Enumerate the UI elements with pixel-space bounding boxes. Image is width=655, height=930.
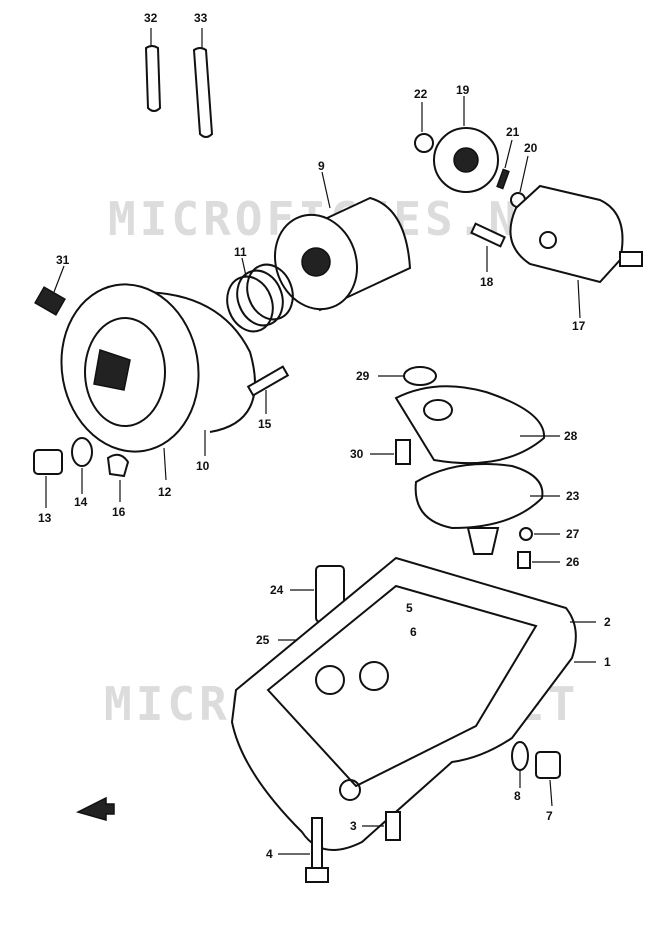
- callout-14: 14: [74, 495, 88, 509]
- callout-3: 3: [350, 819, 357, 833]
- part-pin-15: [246, 365, 290, 414]
- part-cap-16: [106, 453, 130, 502]
- callout-19: 19: [456, 83, 470, 97]
- part-strainer-23: [414, 463, 560, 555]
- part-gear-19: [433, 96, 499, 193]
- callout-30: 30: [350, 447, 364, 461]
- part-bolt-4: [278, 817, 329, 883]
- part-clip-33: [192, 28, 214, 138]
- part-sensor-31: [34, 265, 66, 316]
- callout-33: 33: [194, 11, 208, 25]
- part-oring-29: [378, 366, 437, 386]
- callout-4: 4: [266, 847, 273, 861]
- callout-17: 17: [572, 319, 586, 333]
- part-washer-14: [71, 437, 93, 494]
- callout-10: 10: [196, 459, 210, 473]
- callout-11: 11: [234, 245, 247, 259]
- callout-2: 2: [604, 615, 611, 629]
- callout-27: 27: [566, 527, 580, 541]
- callout-8: 8: [514, 789, 521, 803]
- part-filter-cover-12: [60, 283, 200, 481]
- part-oil-pan-1: [230, 556, 596, 851]
- part-plug-13: [33, 449, 63, 508]
- part-strainer-cover-28: [394, 385, 560, 465]
- callout-9: 9: [318, 159, 325, 173]
- part-drain-plug-7: [535, 751, 561, 807]
- part-nut-27: [519, 527, 560, 541]
- part-pin-21: [496, 139, 513, 190]
- part-bolt-26: [517, 551, 560, 569]
- callout-23: 23: [566, 489, 580, 503]
- callout-25: 25: [256, 633, 270, 647]
- callout-31: 31: [56, 253, 70, 267]
- part-clip-32: [144, 28, 162, 112]
- callout-20: 20: [524, 141, 538, 155]
- callout-15: 15: [258, 417, 272, 431]
- callout-6: 6: [410, 625, 417, 639]
- callout-5: 5: [406, 601, 413, 615]
- part-bolt-18: [470, 222, 506, 272]
- part-circlip-22: [414, 102, 434, 153]
- callout-28: 28: [564, 429, 578, 443]
- callout-32: 32: [144, 11, 158, 25]
- callout-1: 1: [604, 655, 611, 669]
- callout-29: 29: [356, 369, 370, 383]
- callout-7: 7: [546, 809, 553, 823]
- part-gasket-10: [139, 291, 256, 456]
- part-bolt-3: [362, 811, 401, 841]
- front-arrow-icon: [75, 796, 115, 821]
- callout-12: 12: [158, 485, 172, 499]
- callout-24: 24: [270, 583, 284, 597]
- part-spring-11: [226, 257, 294, 333]
- callout-21: 21: [506, 125, 520, 139]
- part-bolt-30: [370, 439, 411, 465]
- callout-26: 26: [566, 555, 580, 569]
- part-washer-8: [511, 741, 529, 788]
- callout-22: 22: [414, 87, 428, 101]
- part-oil-filter-9: [273, 171, 412, 312]
- part-oil-pump-17: [509, 184, 643, 319]
- callout-13: 13: [38, 511, 52, 525]
- callout-16: 16: [112, 505, 126, 519]
- callout-18: 18: [480, 275, 494, 289]
